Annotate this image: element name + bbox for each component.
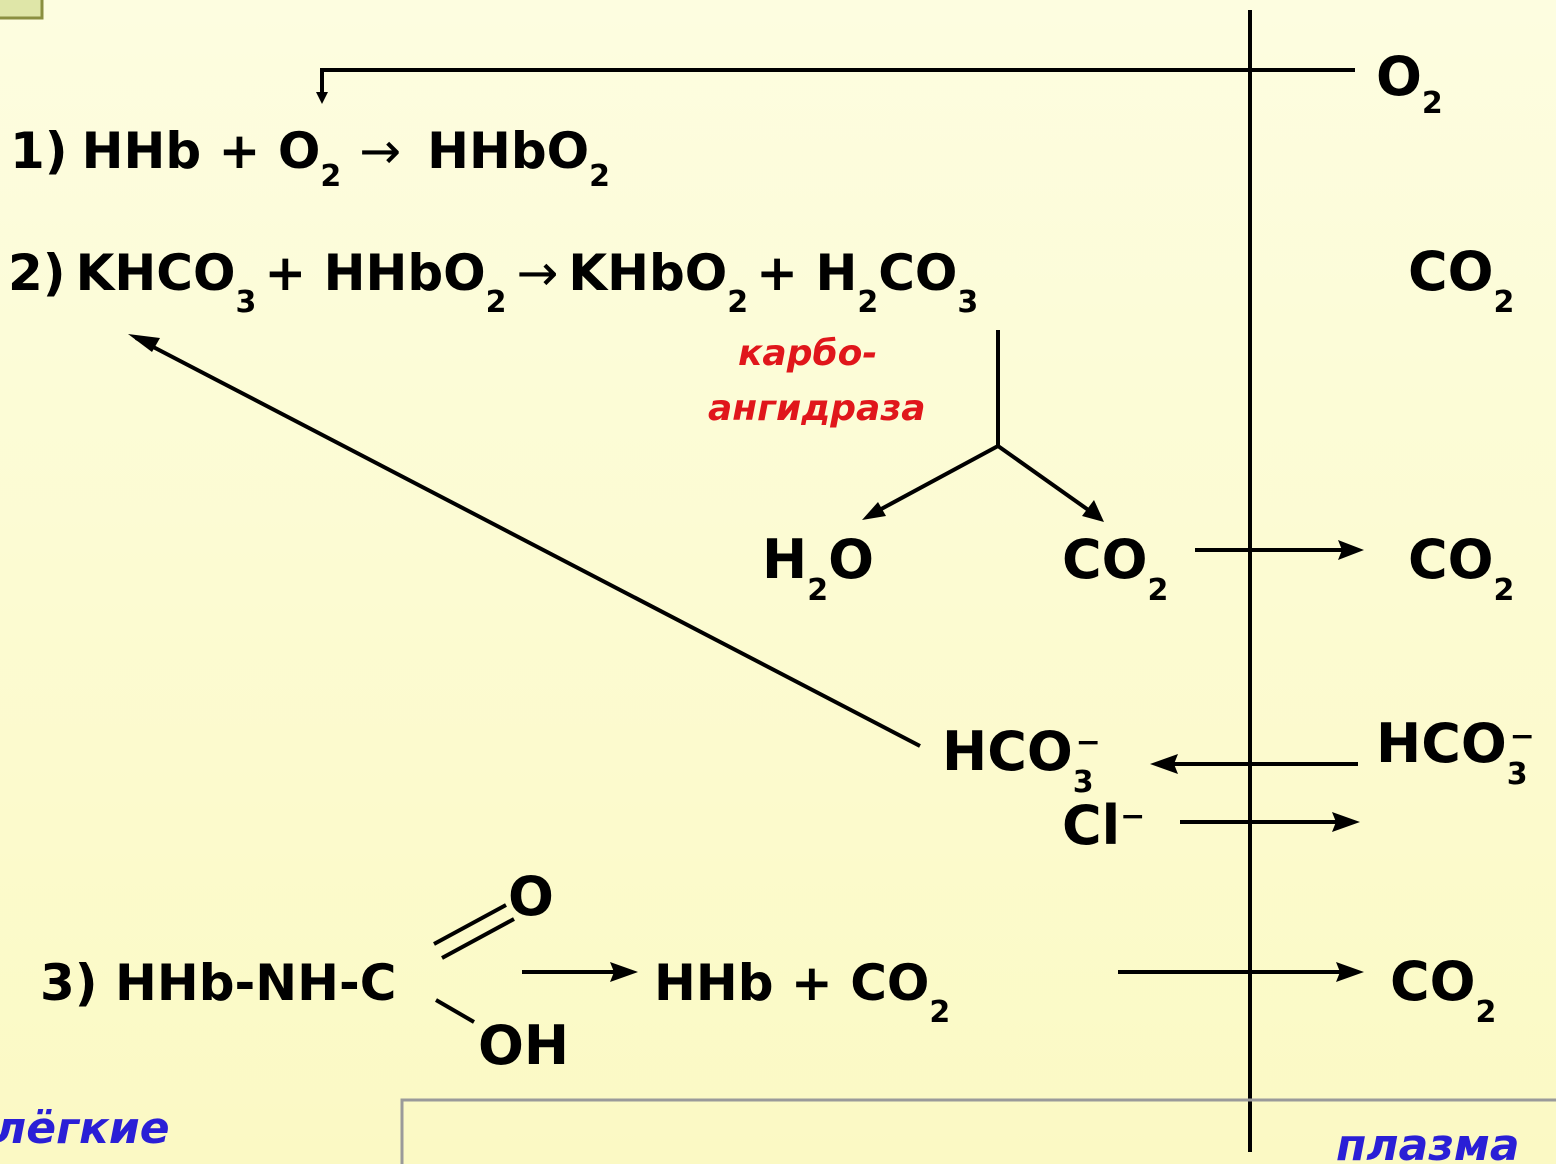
o2-transfer-line <box>320 68 1355 98</box>
enzyme-line-2: ангидраза <box>708 388 926 429</box>
cell-hco3: HCO3− <box>942 720 1101 800</box>
plasma-o2: O2 <box>1376 45 1443 121</box>
equation-3-rhs: HHb + CO2 <box>654 954 950 1030</box>
carbamino-oh: OH <box>478 1014 569 1077</box>
cl-efflux-arrowhead <box>1332 812 1360 832</box>
co2-branch-arrowhead <box>1082 500 1104 522</box>
plasma-co2-1: CO2 <box>1408 240 1514 320</box>
bottom-panel <box>400 1098 1556 1164</box>
hco3-return-arrowhead <box>128 334 160 352</box>
equation-1: 1)HHb + O2→HHbO2 <box>10 122 610 194</box>
label-plasma: плазма <box>1336 1120 1520 1164</box>
co2-plasma-arrowhead <box>1338 540 1364 560</box>
carbamino-single-bond <box>434 998 476 1024</box>
plasma-hco3: HCO3− <box>1376 712 1535 792</box>
plasma-co2-2: CO2 <box>1408 528 1514 608</box>
eq3-reaction-arrowhead <box>610 962 638 982</box>
cell-cl: Cl− <box>1062 794 1145 857</box>
branch-to-h2o <box>871 444 999 516</box>
enzyme-line-1: карбо- <box>738 333 877 374</box>
carbamino-double-bond-b <box>441 917 515 960</box>
product-co2: CO2 <box>1062 528 1168 608</box>
nav-button[interactable] <box>0 0 44 20</box>
h2o-arrowhead <box>862 502 886 520</box>
hco3-return-arrow <box>135 336 921 748</box>
carbamino-o: O <box>508 865 554 928</box>
o2-arrowhead <box>316 92 328 104</box>
plasma-co2-3: CO2 <box>1390 950 1496 1030</box>
hco3-influx-arrowhead <box>1150 754 1178 774</box>
eq3-co2-plasma-arrowhead <box>1336 962 1364 982</box>
label-lungs: лёгкие <box>0 1103 170 1154</box>
carbamino-double-bond-a <box>433 903 507 946</box>
equation-2: 2)KHCO3+ HHbO2→KHbO2+ H2CO3 <box>8 244 978 320</box>
product-h2o: H2O <box>762 528 874 608</box>
equation-3-lhs: 3) HHb-NH-C <box>40 954 396 1012</box>
branch-to-co2 <box>996 444 1096 516</box>
